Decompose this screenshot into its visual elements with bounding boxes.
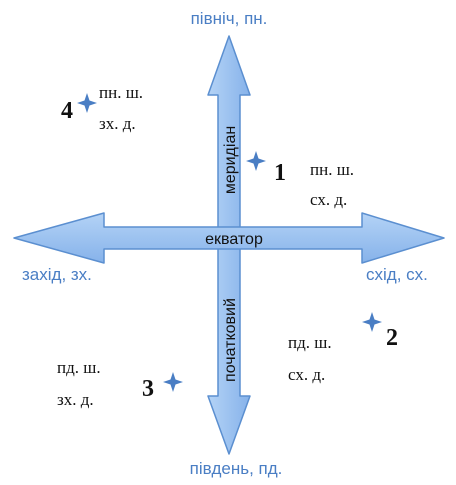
quadrant-3-lon: зх. д. [57, 390, 94, 409]
north-label: північ, пн. [191, 9, 268, 28]
quadrant-1-lat: пн. ш. [310, 160, 354, 179]
quadrant-2: 2 пд. ш. сх. д. [288, 312, 398, 384]
quadrant-2-lon: сх. д. [288, 365, 325, 384]
quadrant-4: 4 пн. ш. зх. д. [61, 83, 143, 133]
star-icon [77, 93, 97, 113]
quadrant-1: 1 пн. ш. сх. д. [246, 151, 354, 209]
west-label: захід, зх. [22, 265, 92, 284]
equator-label: екватор [205, 231, 263, 248]
quadrant-4-lat: пн. ш. [99, 83, 143, 102]
east-label: схід, сх. [366, 265, 428, 284]
quadrant-2-number: 2 [386, 325, 398, 351]
horizontal-arrow [13, 212, 445, 264]
quadrant-4-lon: зх. д. [99, 114, 136, 133]
quadrant-1-number: 1 [274, 160, 286, 186]
quadrant-4-number: 4 [61, 98, 73, 124]
quadrant-3-lat: пд. ш. [57, 358, 101, 377]
quadrant-3-number: 3 [142, 376, 154, 402]
star-icon [163, 372, 183, 392]
quadrant-3: 3 пд. ш. зх. д. [57, 358, 183, 409]
quadrant-1-lon: сх. д. [310, 190, 347, 209]
south-label: південь, пд. [190, 459, 283, 478]
prime-label: початковий [222, 298, 239, 382]
quadrant-2-lat: пд. ш. [288, 333, 332, 352]
meridian-label: меридіан [222, 126, 239, 194]
star-icon [246, 151, 266, 171]
star-icon [362, 312, 382, 332]
